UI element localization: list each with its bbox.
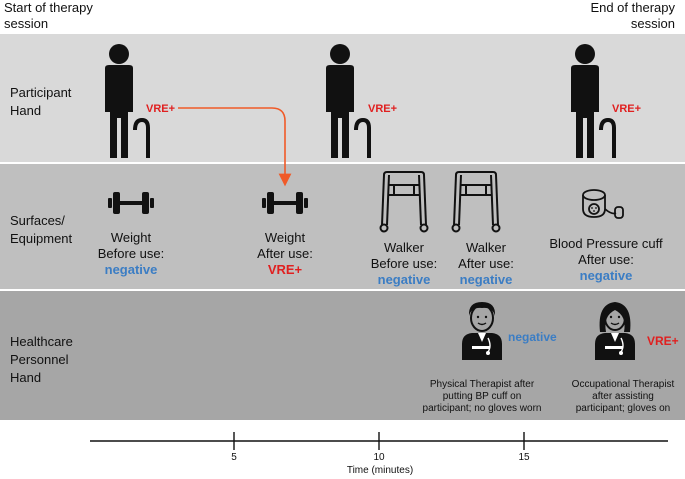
row-label-personnel: Healthcare Personnel Hand (10, 333, 73, 387)
weight-before-text: Weight Before use: negative (86, 230, 176, 278)
participant-vre-label-1: VRE+ (146, 103, 176, 115)
timeline-tick-label-5: 5 (231, 452, 237, 463)
physical-therapist-icon (462, 302, 502, 360)
pt-caption-line3: participant; no gloves worn (422, 403, 542, 414)
participant-vre-label-3: VRE+ (612, 103, 642, 115)
end-label-line1: End of therapy (590, 0, 675, 15)
row-label-participant-line1: Participant (10, 85, 72, 100)
weight-after-result: VRE+ (267, 262, 303, 277)
pt-result: negative (508, 330, 557, 344)
row-label-participant: Participant Hand (10, 84, 71, 120)
personnel-band (0, 291, 685, 420)
walker-after-label: After use: (458, 256, 514, 271)
blood-pressure-cuff-icon (582, 189, 624, 219)
ot-caption-line1: Occupational Therapist (571, 379, 675, 390)
participant-person-icon-2 (326, 44, 371, 158)
start-label: Start of therapy session (4, 0, 93, 32)
row-label-surfaces-line1: Surfaces/ (10, 213, 65, 228)
bp-cuff-name: Blood Pressure cuff (549, 236, 663, 251)
dumbbell-icon-before (108, 192, 154, 214)
weight-after-text: Weight After use: VRE+ (240, 230, 330, 278)
walker-before-name: Walker (384, 240, 424, 255)
start-label-line2: session (4, 16, 49, 31)
weight-before-name: Weight (110, 230, 152, 245)
pt-caption-line2: putting BP cuff on (442, 391, 522, 402)
timeline-tick-label-15: 15 (518, 452, 530, 463)
timeline-tick-label-10: 10 (373, 452, 385, 463)
end-label: End of therapy session (590, 0, 675, 32)
participant-person-icon-3 (571, 44, 616, 158)
row-label-surfaces: Surfaces/ Equipment (10, 212, 72, 248)
ot-caption-line3: participant; gloves on (575, 403, 671, 414)
ot-caption-line2: after assisting (592, 391, 654, 402)
ot-result: VRE+ (647, 334, 679, 348)
row-label-personnel-line3: Hand (10, 370, 42, 385)
pt-caption-line1: Physical Therapist after (429, 379, 535, 390)
walker-icon-before (379, 171, 429, 233)
bp-cuff-result: negative (579, 268, 633, 283)
bp-cuff-label: After use: (578, 252, 634, 267)
weight-before-label: Before use: (97, 246, 165, 261)
row-label-participant-line2: Hand (10, 103, 42, 118)
pt-caption: Physical Therapist after putting BP cuff… (412, 379, 552, 415)
end-label-line2: session (630, 16, 675, 31)
walker-before-result: negative (377, 272, 431, 287)
row-label-surfaces-line2: Equipment (10, 231, 73, 246)
timeline-axis-title: Time (minutes) (346, 465, 414, 476)
walker-after-result: negative (459, 272, 513, 287)
walker-after-name: Walker (466, 240, 506, 255)
row-label-personnel-line1: Healthcare (10, 334, 73, 349)
participant-vre-label-2: VRE+ (368, 103, 398, 115)
weight-after-label: After use: (257, 246, 313, 261)
participant-person-icon-1 (105, 44, 150, 158)
weight-before-result: negative (104, 262, 158, 277)
walker-after-text: Walker After use: negative (441, 240, 531, 288)
start-label-line1: Start of therapy (4, 0, 93, 15)
bp-cuff-text: Blood Pressure cuff After use: negative (536, 236, 676, 284)
row-label-personnel-line2: Personnel (10, 352, 69, 367)
walker-before-text: Walker Before use: negative (359, 240, 449, 288)
dumbbell-icon-after (262, 192, 308, 214)
equipment-band (0, 164, 685, 289)
walker-before-label: Before use: (370, 256, 438, 271)
occupational-therapist-icon (595, 302, 635, 360)
walker-icon-after (451, 171, 501, 233)
weight-after-name: Weight (264, 230, 306, 245)
ot-caption: Occupational Therapist after assisting p… (563, 379, 683, 415)
